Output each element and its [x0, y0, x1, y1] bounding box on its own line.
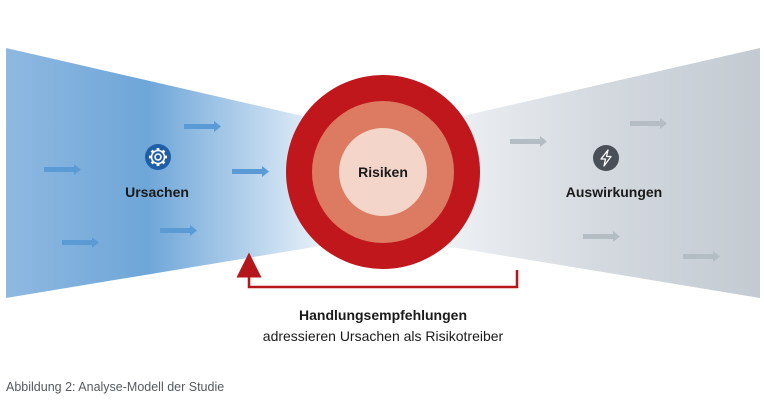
lightning-icon [593, 145, 619, 171]
cause-flow-arrows [44, 121, 269, 248]
feedback-title: Handlungsempfehlungen [299, 307, 467, 323]
flow-arrow [184, 121, 221, 132]
feedback-subtitle: adressieren Ursachen als Risikotreiber [263, 328, 504, 344]
feedback-arrow [236, 252, 519, 289]
effects-label: Auswirkungen [566, 184, 662, 200]
effects-wedge [445, 48, 760, 298]
flow-arrow [160, 225, 197, 236]
flow-arrow [583, 231, 620, 242]
risk-ring-inner [339, 128, 427, 216]
flow-arrow [683, 251, 720, 262]
flow-arrow [62, 237, 99, 248]
flow-arrow [232, 166, 269, 177]
causes-wedge [6, 48, 320, 298]
flow-arrow [510, 136, 547, 147]
figure-caption: Abbildung 2: Analyse-Modell der Studie [6, 380, 225, 394]
effect-flow-arrows [510, 118, 720, 262]
gear-icon [145, 144, 171, 170]
flow-arrow [44, 164, 81, 175]
causes-label: Ursachen [125, 184, 189, 200]
risks-label: Risiken [358, 164, 408, 180]
flow-arrow [630, 118, 667, 129]
